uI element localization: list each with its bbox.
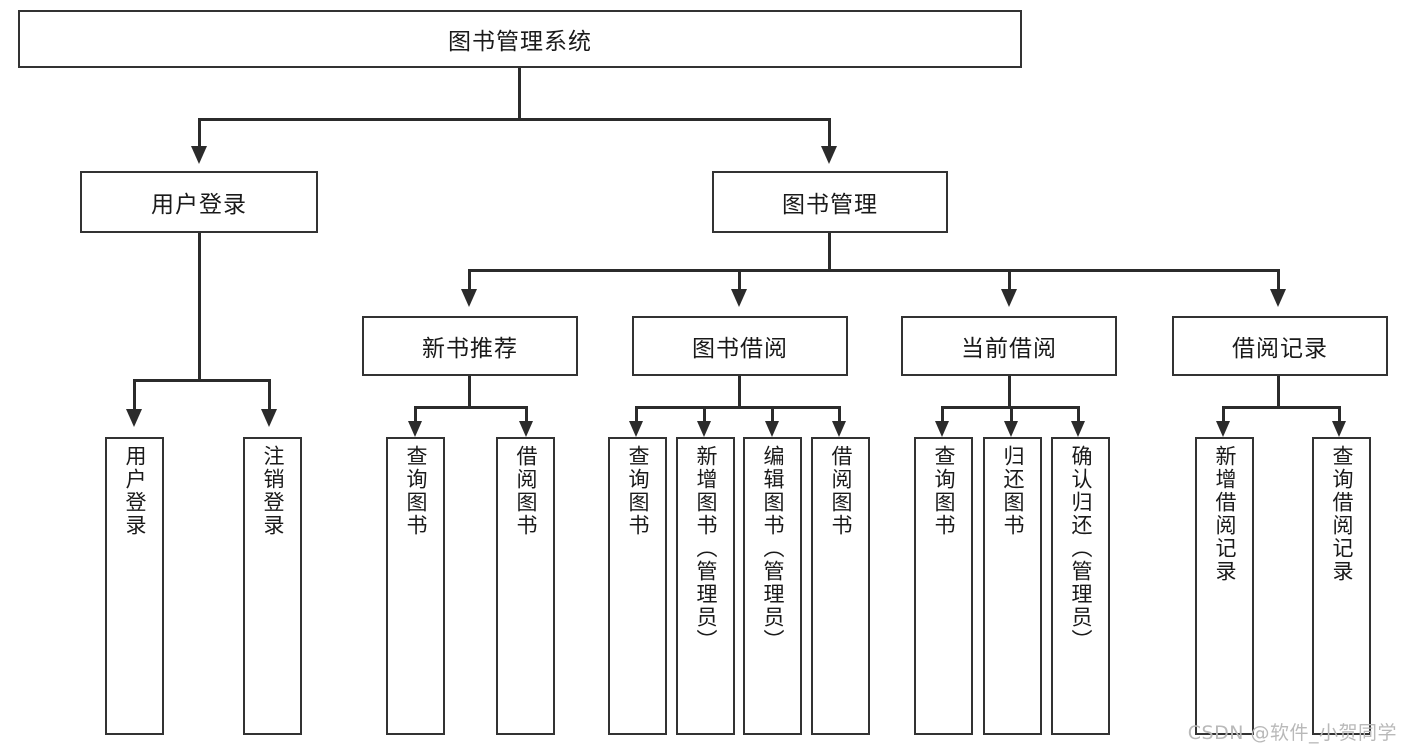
arrowhead-book-borrow [731, 289, 747, 307]
node-label: 查询借阅记录 [1330, 445, 1354, 583]
leaf-nbr-query-book[interactable]: 查询图书 [386, 437, 445, 735]
node-label: 归还图书 [1001, 445, 1025, 537]
arrowhead-to-user-login [191, 146, 207, 164]
node-borrow-record[interactable]: 借阅记录 [1172, 316, 1388, 376]
leaf-bb-add-book-admin[interactable]: 新增图书（管理员） [676, 437, 735, 735]
arrowhead-bb-leaf-2 [697, 421, 711, 437]
leaf-bb-borrow-book[interactable]: 借阅图书 [811, 437, 870, 735]
edge-root-to-user-login [198, 118, 201, 148]
node-label: 用户登录 [123, 445, 147, 537]
edge-user-login-to-leaf-2 [268, 379, 271, 411]
node-label: 图书管理 [782, 192, 878, 218]
edge-nbr-leaf-1 [414, 406, 417, 424]
edge-bb-leaf-2 [703, 406, 706, 424]
edge-cb-leaf-3 [1077, 406, 1080, 424]
node-book-borrow[interactable]: 图书借阅 [632, 316, 848, 376]
edge-new-book-recommend-stem [468, 376, 471, 408]
edge-to-book-borrow [738, 269, 741, 291]
edge-borrow-record-stem [1277, 376, 1280, 408]
arrowhead-bb-leaf-3 [765, 421, 779, 437]
edge-br-leaf-2 [1338, 406, 1341, 424]
node-book-management[interactable]: 图书管理 [712, 171, 948, 233]
edge-level3-bus [468, 269, 1280, 272]
arrowhead-new-book-recommend [461, 289, 477, 307]
edge-user-login-stem [198, 233, 201, 381]
arrowhead-nbr-leaf-1 [408, 421, 422, 437]
arrowhead-current-borrow [1001, 289, 1017, 307]
node-user-login[interactable]: 用户登录 [80, 171, 318, 233]
edge-br-leaf-1 [1222, 406, 1225, 424]
leaf-cb-confirm-return-admin[interactable]: 确认归还（管理员） [1051, 437, 1110, 735]
leaf-cb-query-book[interactable]: 查询图书 [914, 437, 973, 735]
edge-book-borrow-bus [635, 406, 841, 409]
edge-root-bus [198, 118, 831, 121]
edge-current-borrow-stem [1008, 376, 1011, 408]
leaf-nbr-borrow-book[interactable]: 借阅图书 [496, 437, 555, 735]
node-new-book-recommend[interactable]: 新书推荐 [362, 316, 578, 376]
node-label: 确认归还（管理员） [1069, 445, 1093, 652]
arrowhead-to-book-management [821, 146, 837, 164]
node-label: 查询图书 [404, 445, 428, 537]
node-label: 查询图书 [932, 445, 956, 537]
edge-root-to-book-management [828, 118, 831, 148]
edge-to-borrow-record [1277, 269, 1280, 291]
node-label: 用户登录 [151, 192, 247, 218]
node-label: 借阅图书 [829, 445, 853, 537]
arrowhead-bb-leaf-1 [629, 421, 643, 437]
edge-cb-leaf-1 [941, 406, 944, 424]
node-label: 图书借阅 [692, 336, 788, 362]
node-label: 新增借阅记录 [1213, 445, 1237, 583]
arrowhead-cb-leaf-1 [935, 421, 949, 437]
edge-book-borrow-stem [738, 376, 741, 408]
leaf-cb-return-book[interactable]: 归还图书 [983, 437, 1042, 735]
node-label: 借阅图书 [514, 445, 538, 537]
edge-user-login-bus [133, 379, 270, 382]
node-label: 图书管理系统 [448, 29, 592, 55]
node-label: 新书推荐 [422, 336, 518, 362]
leaf-bb-edit-book-admin[interactable]: 编辑图书（管理员） [743, 437, 802, 735]
edge-borrow-record-bus [1222, 406, 1341, 409]
edge-bb-leaf-1 [635, 406, 638, 424]
node-label: 当前借阅 [961, 336, 1057, 362]
arrowhead-user-login-leaf-1 [126, 409, 142, 427]
edge-root-stem [518, 68, 521, 120]
edge-user-login-to-leaf-1 [133, 379, 136, 411]
edge-to-current-borrow [1008, 269, 1011, 291]
leaf-logout[interactable]: 注销登录 [243, 437, 302, 735]
edge-book-management-stem [828, 233, 831, 271]
edge-bb-leaf-3 [771, 406, 774, 424]
arrowhead-cb-leaf-2 [1004, 421, 1018, 437]
node-root-book-management-system[interactable]: 图书管理系统 [18, 10, 1022, 68]
node-label: 注销登录 [261, 445, 285, 537]
leaf-bb-query-book[interactable]: 查询图书 [608, 437, 667, 735]
edge-bb-leaf-4 [838, 406, 841, 424]
leaf-br-add-record[interactable]: 新增借阅记录 [1195, 437, 1254, 735]
edge-cb-leaf-2 [1010, 406, 1013, 424]
arrowhead-borrow-record [1270, 289, 1286, 307]
node-label: 新增图书（管理员） [694, 445, 718, 652]
leaf-user-login[interactable]: 用户登录 [105, 437, 164, 735]
node-label: 借阅记录 [1232, 336, 1328, 362]
watermark: CSDN @软件_小贺同学 [1187, 722, 1397, 744]
node-label: 编辑图书（管理员） [761, 445, 785, 652]
edge-to-new-book-recommend [468, 269, 471, 291]
arrowhead-br-leaf-2 [1332, 421, 1346, 437]
node-current-borrow[interactable]: 当前借阅 [901, 316, 1117, 376]
arrowhead-user-login-leaf-2 [261, 409, 277, 427]
arrowhead-nbr-leaf-2 [519, 421, 533, 437]
arrowhead-br-leaf-1 [1216, 421, 1230, 437]
edge-nbr-leaf-2 [525, 406, 528, 424]
node-label: 查询图书 [626, 445, 650, 537]
edge-new-book-recommend-bus [414, 406, 528, 409]
arrowhead-bb-leaf-4 [832, 421, 846, 437]
arrowhead-cb-leaf-3 [1071, 421, 1085, 437]
leaf-br-query-record[interactable]: 查询借阅记录 [1312, 437, 1371, 735]
